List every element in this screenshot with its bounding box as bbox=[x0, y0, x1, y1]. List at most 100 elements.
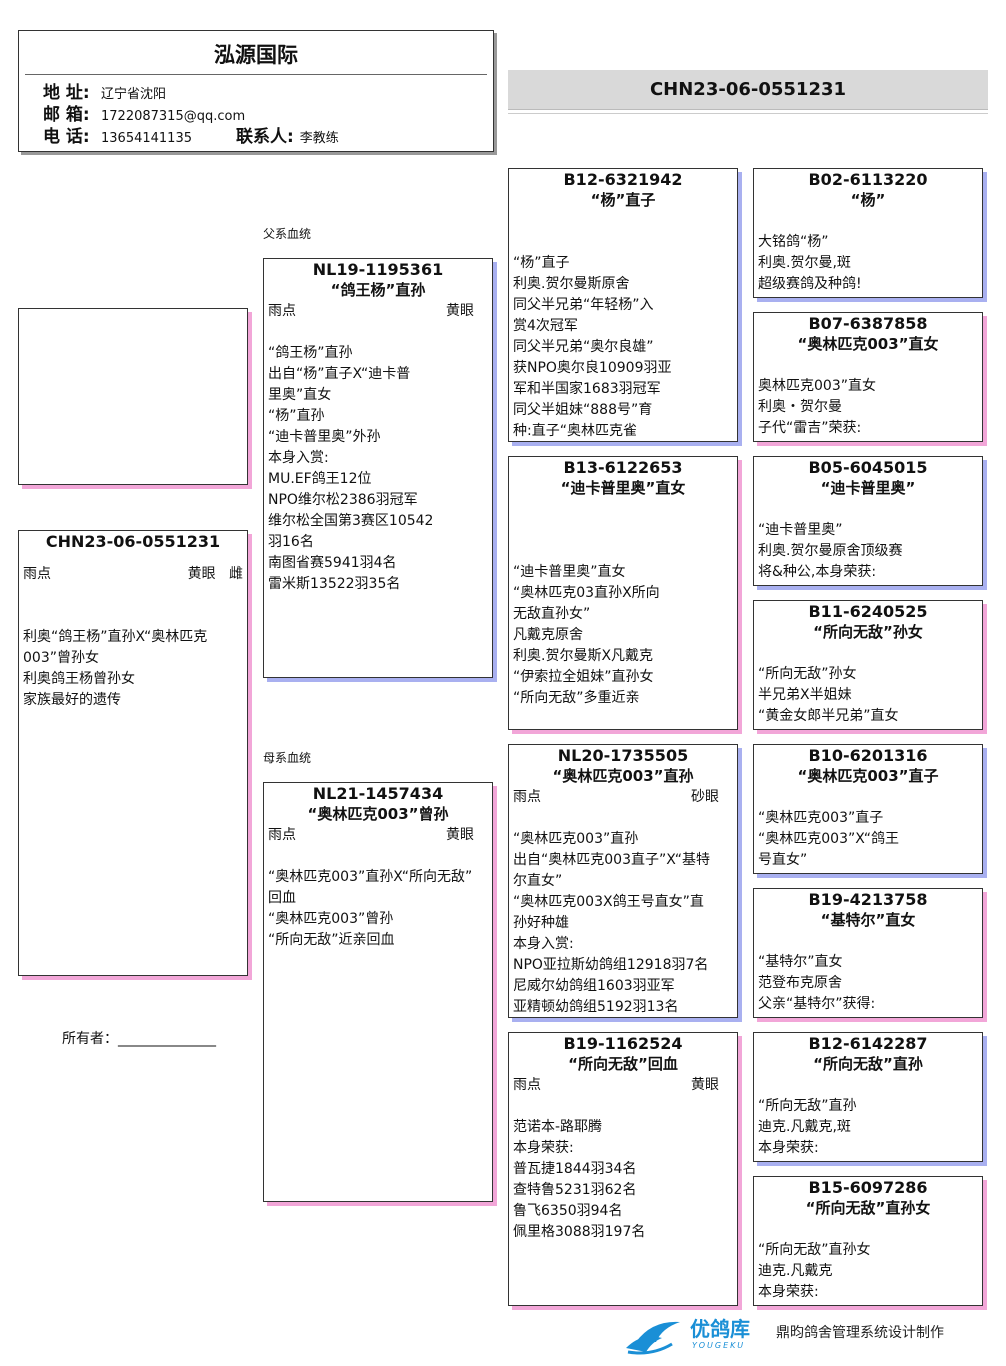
note-line: 大铭鸽“杨” bbox=[758, 234, 829, 250]
note-line: 003”曾孙女 bbox=[23, 650, 99, 666]
banner-underline bbox=[508, 113, 988, 114]
note-line: 半兄弟X半姐妹 bbox=[758, 687, 852, 703]
note-line: 利奥・贺尔曼 bbox=[758, 399, 842, 415]
gen3-color: 雨点 bbox=[513, 789, 541, 805]
gen4-ring: B10-6201316 bbox=[808, 746, 928, 765]
note-line bbox=[758, 1075, 978, 1096]
gen3-traits: 雨点 砂眼 bbox=[509, 787, 737, 808]
contact-value: 李教练 bbox=[299, 131, 339, 146]
note-line: “奥林匹克003X鸽王号直女”直 bbox=[513, 894, 704, 910]
note-line: “鸽王杨”直孙 bbox=[268, 345, 353, 361]
gen3-traits bbox=[509, 499, 737, 520]
note-line: MU.EF鸽王12位 bbox=[268, 471, 372, 487]
note-line: 出自“奥林匹克003直子”X“基特 bbox=[513, 852, 710, 868]
note-line: 南图省赛5941羽4名 bbox=[268, 555, 397, 571]
gen4-name: “奥林匹克003”直子 bbox=[797, 767, 939, 785]
gen4-name: “所向无敌”孙女 bbox=[813, 623, 923, 641]
note-line: 利奥.贺尔曼斯X凡戴克 bbox=[513, 648, 654, 664]
note-line: “迪卡普里奥” bbox=[758, 522, 843, 538]
gen4-card: B12-6142287 “所向无敌”直孙 “所向无敌”直孙迪克.凡戴克,斑本身荣… bbox=[753, 1032, 983, 1162]
note-line: 范诺本-路耶腾 bbox=[513, 1119, 603, 1135]
sire-card: NL19-1195361 “鸽王杨”直孙 雨点 黄眼 “鸽王杨”直孙出自“杨”直… bbox=[263, 258, 493, 678]
gen4-card: B10-6201316 “奥林匹克003”直子 “奥林匹克003”直子“奥林匹克… bbox=[753, 744, 983, 874]
note-line: 无敌直孙女” bbox=[513, 606, 591, 622]
subject-sex: 雌 bbox=[229, 566, 243, 582]
note-line bbox=[23, 606, 243, 627]
note-line: 本身荣获: bbox=[758, 1284, 819, 1300]
brand-name: 优鸽库 bbox=[690, 1317, 750, 1341]
yougeku-logo bbox=[622, 1312, 686, 1358]
subject-traits: 雨点 黄眼 雌 bbox=[19, 564, 247, 585]
gen4-ring: B07-6387858 bbox=[808, 314, 928, 333]
gen3-name: “杨”直子 bbox=[590, 191, 656, 209]
note-line: 子代“雷吉”荣获: bbox=[758, 420, 862, 436]
gen4-name: “所向无敌”直孙 bbox=[813, 1055, 923, 1073]
gen4-ring: B12-6142287 bbox=[808, 1034, 928, 1053]
note-line: 本身入赏: bbox=[268, 450, 329, 466]
sire-color: 雨点 bbox=[268, 303, 296, 319]
note-line: 回血 bbox=[268, 890, 296, 906]
breeder-info: 地 址:辽宁省沈阳 邮 箱:1722087315@qq.com 电 话:1365… bbox=[43, 83, 339, 149]
gen4-name: “迪卡普里奥” bbox=[820, 479, 916, 497]
note-line: 尔直女” bbox=[513, 873, 563, 889]
note-line: “杨”直子 bbox=[513, 255, 570, 271]
note-line: “基特尔”直女 bbox=[758, 954, 843, 970]
note-line: 将&种公,本身荣获: bbox=[758, 564, 877, 580]
note-line: “奥林匹克003”直孙 bbox=[513, 831, 639, 847]
gen3-eye: 砂眼 bbox=[691, 789, 719, 805]
note-line: “所向无敌”孙女 bbox=[758, 666, 857, 682]
gen4-notes: “所向无敌”直孙女迪克.凡戴克本身荣获: bbox=[754, 1219, 982, 1303]
gen4-card: B02-6113220 “杨” 大铭鸽“杨”利奥.贺尔曼,斑超级赛鸽及种鸽! bbox=[753, 168, 983, 298]
note-line bbox=[758, 787, 978, 808]
gen3-name: “奥林匹克003”直孙 bbox=[552, 767, 694, 785]
note-line: 父亲“基特尔”获得: bbox=[758, 996, 876, 1012]
gen3-ring: B19-1162524 bbox=[563, 1034, 683, 1053]
note-line: 出自“杨”直子X“迪卡普 bbox=[268, 366, 411, 382]
gen3-notes: “迪卡普里奥”直女 “奥林匹克03直孙X所向无敌直孙女” 凡戴克原舍利奥.贺尔曼斯X… bbox=[509, 520, 737, 709]
credit-text: 鼎昀鸽舍管理系统设计制作 bbox=[776, 1325, 944, 1341]
grandsire-maternal-card: NL20-1735505 “奥林匹克003”直孙 雨点 砂眼 “奥林匹克003”直… bbox=[508, 744, 738, 1018]
gen4-notes: 奥林匹克003”直女利奥・贺尔曼子代“雷吉”荣获: bbox=[754, 355, 982, 439]
sire-ring: NL19-1195361 bbox=[312, 260, 444, 279]
note-line: 获NPO奥尔良10909羽亚 bbox=[513, 360, 672, 376]
note-line: 利奥.贺尔曼斯原舍 bbox=[513, 276, 630, 292]
gen3-ring: NL20-1735505 bbox=[557, 746, 689, 765]
note-line: 号直女” bbox=[758, 852, 808, 868]
note-line: 尼威尔幼鸽组1603羽亚军 bbox=[513, 978, 675, 994]
note-line: “奥林匹克003”曾孙 bbox=[268, 911, 394, 927]
sire-eye: 黄眼 bbox=[446, 303, 474, 319]
note-line: 同父半兄弟“年轻杨”入 bbox=[513, 297, 654, 313]
subject-ring: CHN23-06-0551231 bbox=[45, 532, 221, 551]
note-line: “所向无敌”直孙女 bbox=[758, 1242, 871, 1258]
note-line: “奥林匹克03直孙X所向 bbox=[513, 585, 660, 601]
note-line: 雷米斯13522羽35名 bbox=[268, 576, 401, 592]
note-line: NPO亚拉斯幼鸽组12918羽7名 bbox=[513, 957, 709, 973]
note-line bbox=[513, 520, 733, 541]
address-label: 地 址: bbox=[43, 83, 90, 103]
gen4-card: B05-6045015 “迪卡普里奥” “迪卡普里奥”利奥.贺尔曼原舍顶级赛将&… bbox=[753, 456, 983, 586]
owner-line: 所有者：______________ bbox=[62, 1031, 216, 1047]
note-line: 凡戴克原舍 bbox=[513, 627, 583, 643]
note-line: “奥林匹克003”X“鸽王 bbox=[758, 831, 899, 847]
note-line bbox=[268, 322, 488, 343]
email-label: 邮 箱: bbox=[43, 105, 90, 125]
note-line: 本身荣获: bbox=[513, 1140, 574, 1156]
note-line bbox=[758, 643, 978, 664]
note-line: 里奥”直女 bbox=[268, 387, 332, 403]
dam-color: 雨点 bbox=[268, 827, 296, 843]
email-value: 1722087315@qq.com bbox=[101, 109, 246, 124]
note-line: “伊索拉全姐妹”直孙女 bbox=[513, 669, 654, 685]
dam-line-label: 母系血统 bbox=[263, 751, 312, 765]
gen4-card: B19-4213758 “基特尔”直女 “基特尔”直女范登布克原舍父亲“基特尔”… bbox=[753, 888, 983, 1018]
gen3-traits: 雨点黄眼 bbox=[509, 1075, 737, 1096]
brand-name-en: YOUGEKU bbox=[692, 1341, 746, 1350]
subject-card: CHN23-06-0551231 雨点 黄眼 雌 利奥“鸽王杨”直孙X“奥林匹克… bbox=[18, 530, 248, 976]
note-line: “迪卡普里奥”直女 bbox=[513, 564, 626, 580]
note-line: 查特鲁5231羽62名 bbox=[513, 1182, 637, 1198]
note-line: NPO维尔松2386羽冠军 bbox=[268, 492, 418, 508]
note-line: “所向无敌”近亲回血 bbox=[268, 932, 395, 948]
note-line: 利奥鸽王杨曾孙女 bbox=[23, 671, 135, 687]
gen4-ring: B05-6045015 bbox=[808, 458, 928, 477]
gen3-color: 雨点 bbox=[513, 1077, 541, 1093]
